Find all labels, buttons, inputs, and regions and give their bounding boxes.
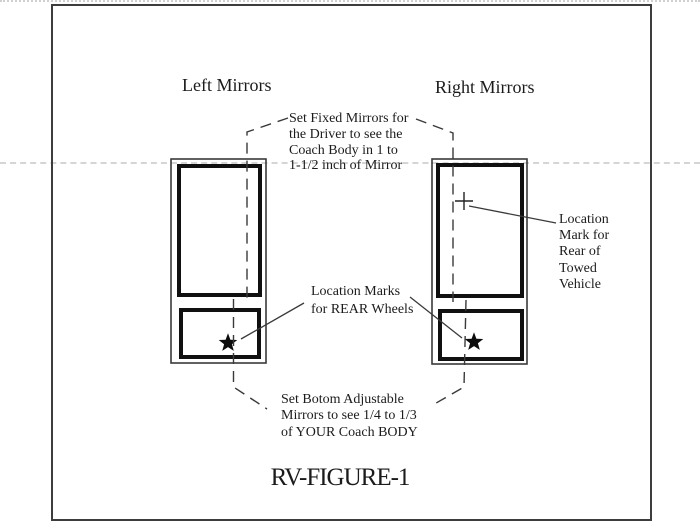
right-adjustable-mirror-frame [438,309,524,361]
note-line: Rear of [559,244,601,260]
note-line: of YOUR Coach BODY [281,424,418,440]
right-mirror-assembly [431,158,528,365]
towed-vehicle-leader-line [468,205,557,224]
adjustable-mirrors-bracket-right [430,299,467,407]
figure-title: RV-FIGURE-1 [270,464,411,491]
right-mirrors-title: Right Mirrors [435,77,535,97]
note-line: Location Marks [311,284,401,299]
note-line: the Driver to see the [289,126,403,142]
note-line: Set Botom Adjustable [281,392,404,407]
right-fixed-mirror-frame [436,163,524,298]
rear-wheels-leader-right [409,296,463,339]
note-line: 1-1/2 inch of Mirror [289,158,403,174]
right-mirror-housing [431,158,528,365]
towed-vehicle-note: Location Mark for Rear of Towed Vehicle [559,212,609,293]
section-divider-line [0,162,700,164]
note-line: Mirrors to see 1/4 to 1/3 [281,408,417,424]
left-fixed-mirror-frame [177,164,262,297]
fixed-mirrors-bracket-left [246,117,289,301]
note-line: Location [559,212,609,227]
right-rear-wheel-star-icon [464,332,484,350]
figure-border [51,4,652,521]
note-line: Mark for [559,228,610,244]
left-adjustable-mirror-frame [179,308,261,359]
top-dotted-divider [0,0,700,2]
rear-wheels-leader-left [240,302,305,340]
note-line: Set Fixed Mirrors for [289,111,409,126]
note-line: Coach Body in 1 to [289,142,398,158]
towed-vehicle-plus-icon [455,192,473,210]
left-rear-wheel-star-icon [218,333,238,351]
left-mirror-assembly [170,158,267,364]
note-line: Towed [559,260,597,276]
note-line: for REAR Wheels [311,302,414,317]
adjustable-mirrors-bracket-left [232,299,268,410]
adjustable-mirrors-note: Set Botom Adjustable Mirrors to see 1/4 … [281,392,418,441]
fixed-mirrors-bracket-right [415,118,454,302]
note-line: Vehicle [559,276,601,292]
left-mirrors-title: Left Mirrors [182,75,272,95]
rear-wheels-note: Location Marks for REAR Wheels [311,283,413,319]
left-mirror-housing [170,158,267,364]
fixed-mirrors-note: Set Fixed Mirrors for the Driver to see … [289,111,408,174]
